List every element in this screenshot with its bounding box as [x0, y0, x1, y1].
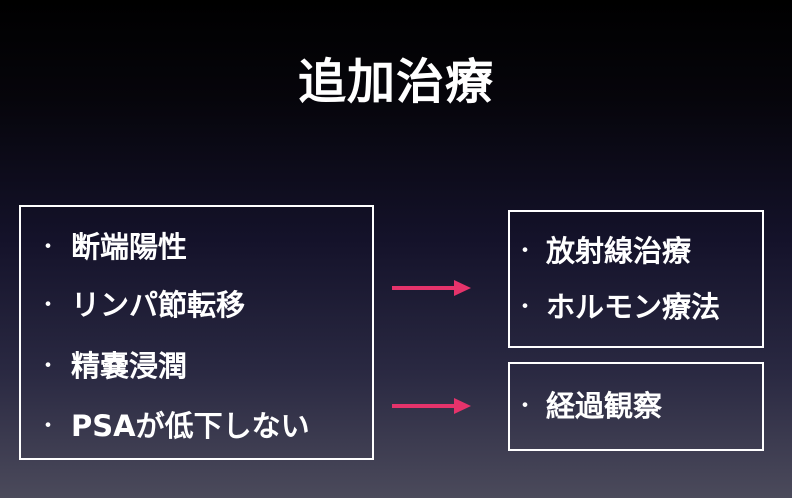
- list-item: ・ PSAが低下しない: [21, 408, 310, 445]
- list-item: ・ホルモン療法: [510, 289, 720, 326]
- list-item: ・リンパ節転移: [21, 287, 245, 324]
- bullet-icon: ・: [36, 293, 59, 318]
- list-item-label: 精嚢浸潤: [71, 349, 188, 383]
- list-item-label: 放射線治療: [546, 234, 692, 268]
- observation-box: ・経過観察: [508, 362, 764, 451]
- list-item: ・放射線治療: [510, 233, 691, 270]
- bullet-icon: ・: [36, 414, 59, 439]
- bullet-icon: ・: [36, 354, 59, 379]
- slide-title: 追加治療: [297, 54, 494, 110]
- arrow-right-icon: [392, 280, 471, 296]
- list-item: ・経過観察: [510, 388, 662, 425]
- list-item-label: 断端陽性: [71, 230, 188, 264]
- list-item-label: PSAが低下しない: [71, 409, 310, 443]
- bullet-icon: ・: [513, 239, 536, 264]
- list-item: ・精嚢浸潤: [21, 348, 187, 385]
- bullet-icon: ・: [513, 394, 536, 419]
- conditions-box: ・断端陽性 ・リンパ節転移 ・精嚢浸潤 ・PSAが低下しない: [19, 205, 374, 460]
- bullet-icon: ・: [513, 295, 536, 320]
- list-item: ・断端陽性: [21, 229, 187, 266]
- treatment-box: ・放射線治療 ・ホルモン療法: [508, 210, 764, 348]
- arrow-right-icon: [392, 398, 471, 414]
- list-item-label: ホルモン療法: [546, 290, 721, 324]
- list-item-label: 経過観察: [546, 389, 663, 423]
- list-item-label: リンパ節転移: [71, 288, 246, 322]
- bullet-icon: ・: [36, 235, 59, 260]
